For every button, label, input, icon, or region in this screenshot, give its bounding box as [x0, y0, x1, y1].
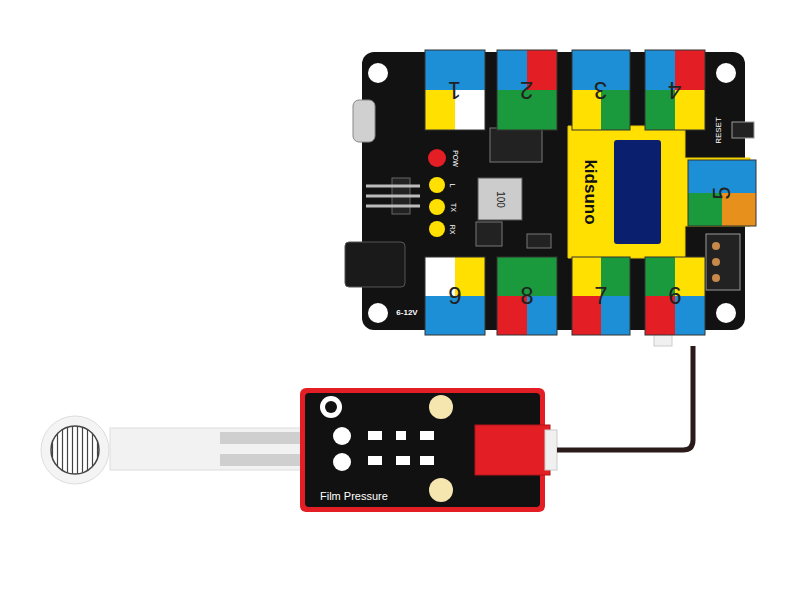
port-outline [688, 160, 756, 226]
board-marking: L [450, 183, 457, 187]
port-number: 3 [594, 76, 607, 104]
port-outline [572, 50, 630, 130]
port: 4 [645, 50, 705, 130]
port: 8 [497, 257, 557, 335]
mount-hole [368, 303, 388, 323]
board-marking: TX [449, 203, 456, 212]
port-outline [572, 257, 630, 335]
module-name: Film Pressure [320, 490, 388, 502]
port: 1 [425, 50, 485, 130]
port-number: 4 [668, 76, 681, 104]
port: 5 [688, 160, 756, 226]
port-number: 6 [668, 282, 681, 310]
port-outline [497, 257, 557, 335]
port-number: 1 [448, 76, 461, 104]
board-marking: RX [449, 224, 456, 234]
diode [527, 234, 551, 248]
connector-socket [475, 425, 550, 475]
dc-jack [345, 242, 405, 287]
port: 2 [497, 50, 557, 130]
port-number: 9 [448, 282, 461, 310]
power-led [428, 149, 446, 167]
port-outline [497, 50, 557, 130]
port: 3 [572, 50, 630, 130]
oled-panel [568, 126, 750, 258]
board-marking: RESET [713, 117, 722, 144]
port-number: 5 [708, 186, 736, 199]
board-marking: POW [451, 150, 458, 167]
port-outline [645, 50, 705, 130]
board-marking: 6-12V [396, 308, 417, 317]
port-outline [425, 257, 485, 335]
port: 9 [425, 257, 485, 335]
led [429, 221, 445, 237]
port: 6 [645, 257, 705, 335]
sensor-module-box: Film Pressure [300, 388, 545, 512]
port-number: 7 [594, 282, 607, 310]
mount-hole [716, 303, 736, 323]
power-switch [706, 234, 740, 290]
usb-port [353, 100, 375, 142]
mount-hole [368, 63, 388, 83]
led [429, 177, 445, 193]
port-number: 2 [520, 76, 533, 104]
port-number: 8 [520, 282, 533, 310]
mount-hole [716, 63, 736, 83]
oled-screen [614, 140, 661, 244]
chip [490, 128, 542, 162]
led [429, 199, 445, 215]
sensor-cable [557, 346, 693, 450]
port-outline [645, 257, 705, 335]
chip [476, 222, 502, 246]
brand-name: kidsuno [580, 159, 600, 224]
port-outline [425, 50, 485, 130]
inductor [478, 178, 522, 220]
reset-button [732, 122, 754, 138]
pressure-pad [41, 416, 109, 484]
port: 7 [572, 257, 630, 335]
board-marking: 100 [495, 191, 506, 208]
